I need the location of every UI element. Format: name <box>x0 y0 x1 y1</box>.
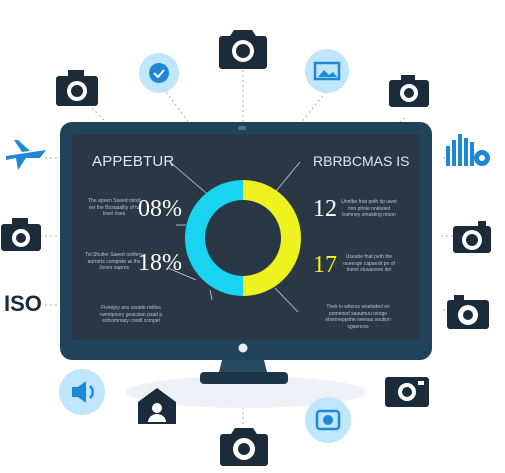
iso-label: ISO <box>4 291 42 316</box>
right-item-3-text: Their in witerss woeloded on pomened sau… <box>325 304 391 330</box>
right-item-2-text: Useabe fnat peth the oueesge capaexit pn… <box>343 254 395 273</box>
point-and-shoot-camera-icon <box>385 377 429 407</box>
power-button <box>238 343 248 353</box>
screen-leader-lines <box>167 161 301 313</box>
right-item-1-value: 12 <box>313 196 337 222</box>
left-item-1-text: The apeen Sseed roiod ver the Bosqaallty… <box>88 198 140 217</box>
lens-camera-icon <box>447 295 489 329</box>
donut-chart <box>185 180 301 296</box>
heading-right: RBRBCMAS IS <box>313 153 410 169</box>
left-item-2-text: Tol Shutler Saeed oolrtery aurrorts comp… <box>85 252 143 271</box>
mirrorless-camera-icon <box>453 221 491 253</box>
donut-slice-2 <box>185 180 243 296</box>
monitor-screen <box>72 134 420 340</box>
left-item-3-text: Fiveejoy ans coutde rivilies nwmtpoory g… <box>99 305 163 324</box>
sound-icon <box>59 369 105 415</box>
photo-share-icon <box>305 397 351 443</box>
histogram-settings-icon <box>446 134 490 166</box>
floor-shadow <box>126 376 366 408</box>
drone-icon <box>6 140 46 170</box>
donut-slice-1 <box>243 180 301 296</box>
clock-icon <box>139 53 179 93</box>
compact-camera-icon <box>389 75 429 107</box>
image-gallery-icon <box>305 49 349 93</box>
bottom-camera-icon <box>220 428 268 466</box>
monitor <box>60 122 432 384</box>
left-item-1-value: 08% <box>138 196 182 222</box>
right-item-2-value: 17 <box>313 252 337 278</box>
monitor-base <box>200 372 288 384</box>
right-item-1-text: Unntbe fnat peth tip uwet nnn phole nnkt… <box>341 199 397 218</box>
left-item-2-value: 18% <box>138 250 182 276</box>
dslr-camera-icon <box>1 218 41 251</box>
heading-left: APPEBTUR <box>92 153 175 170</box>
retro-camera-icon <box>56 70 98 106</box>
camera-icon <box>219 30 267 69</box>
portrait-mode-icon <box>138 388 176 424</box>
webcam-dot <box>238 126 246 130</box>
